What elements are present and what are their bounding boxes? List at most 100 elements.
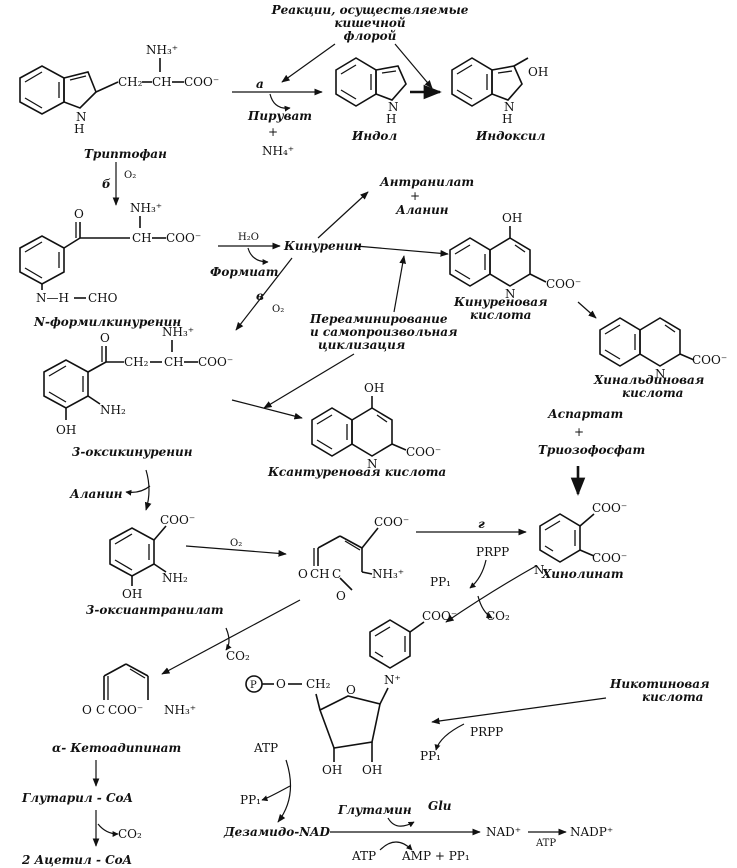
ppi-label-2: PP₁ (420, 749, 441, 763)
xanthurenic-acid-label: Ксантуреновая кислота (267, 465, 446, 479)
ha-oh: OH (122, 587, 142, 601)
quinaldic-acid-structure: N COO⁻ (599, 317, 727, 381)
indole-label: Индол (351, 129, 397, 143)
ribose-oh-2: OH (362, 763, 382, 777)
nfk-nh3: NH₃⁺ (130, 201, 162, 215)
kynurenic-acid-label-1: Кинуреновая (453, 295, 548, 309)
nfk-cho: CHO (88, 291, 118, 305)
nicotinic-acid-arrow (431, 697, 607, 725)
ketoadipinate-c: C (96, 703, 105, 717)
nfk-coo: COO⁻ (166, 231, 201, 245)
ketoadipinate-o-c: O (82, 703, 92, 717)
glu-out-arrow (387, 817, 415, 828)
atp-label-1: ATP (253, 741, 278, 755)
semialdehyde-o-minus: O (336, 589, 346, 603)
ketoadipinate-ooc: COO⁻ (108, 703, 143, 717)
semialdehyde-o-ch: O (298, 567, 308, 581)
alanine-label-2: Аланин (69, 487, 123, 501)
indole-h: H (386, 112, 396, 126)
tryptophan-n: N (76, 110, 87, 124)
transamination-arrow-down (263, 353, 355, 409)
semialdehyde-nh3: NH₃⁺ (372, 567, 404, 581)
triose-phosphate-label: Триозофосфат (538, 443, 645, 457)
tryptophan-nh3: NH₃⁺ (146, 43, 178, 57)
ha-nh2: NH₂ (162, 571, 188, 585)
hk-to-xanthurenic-arrow (231, 399, 303, 420)
nadp-label: NADP⁺ (570, 825, 613, 839)
ppi-out-arrow-3 (261, 785, 291, 802)
kynurenine-to-kynurenic-arrow (355, 245, 449, 257)
quinolinate-to-mononucleotide-arrow (445, 565, 537, 623)
prpp-label-2: PRPP (470, 725, 503, 739)
hydroxyanthranilate-label: 3-оксиантранилат (86, 603, 224, 617)
ha-coo: COO⁻ (160, 513, 195, 527)
xanthurenic-coo: COO⁻ (406, 445, 441, 459)
water-label: H₂O (238, 232, 259, 243)
n-formylkynurenine-structure: O CH NH₃⁺ COO⁻ N—H CHO (19, 201, 201, 305)
flora-note-line-1: Реакции, осуществляемые (271, 3, 469, 17)
hydroxykynurenine-structure: O CH₂ CH NH₃⁺ COO⁻ NH₂ OH (43, 325, 233, 437)
transamination-label-2: и самопроизвольная (310, 325, 458, 339)
xanthurenic-n: N (367, 457, 378, 471)
transamination-label-1: Переаминирование (309, 312, 448, 326)
hk-nh3: NH₃⁺ (162, 325, 194, 339)
quinolinate-coo-2: COO⁻ (592, 551, 627, 565)
glutaryl-coa-label: Глутарил - CoA (21, 791, 133, 805)
semialdehyde-c: C (332, 567, 341, 581)
tryptophan-h: H (74, 122, 84, 136)
prpp-label-1: PRPP (476, 545, 509, 559)
hk-coo: COO⁻ (198, 355, 233, 369)
flora-note-line-3: флорой (344, 29, 397, 43)
kynurenic-to-quinaldic-arrow (577, 301, 597, 319)
flora-note-line-2: кишечной (334, 16, 406, 30)
indole-structure: N H (335, 57, 407, 126)
desamido-nad-label: Дезамидо-NAD (223, 825, 330, 839)
nfk-ch: CH (132, 231, 152, 245)
kynurenic-coo: COO⁻ (546, 277, 581, 291)
mononucleotide-n-plus: N⁺ (384, 673, 401, 687)
n-formylkynurenine-label: N-формилкинуренин (33, 315, 181, 329)
quinolinate-label: Хинолинат (541, 567, 624, 581)
amp-ppi-label: AMP + PP₁ (401, 849, 470, 863)
ketoadipinate-nh3: NH₃⁺ (164, 703, 196, 717)
nfk-nh: N—H (36, 291, 69, 305)
o2-label-3: O₂ (230, 538, 242, 549)
quinolinate-coo-1: COO⁻ (592, 501, 627, 515)
atp-label-3: ATP (535, 838, 556, 849)
enzyme-b-label: б (102, 177, 111, 191)
ammonium-label: NH₄⁺ (262, 144, 294, 158)
indoxyl-n: N (504, 100, 515, 114)
ketoadipinate-structure: O C COO⁻ NH₃⁺ (82, 663, 196, 717)
ha-to-semialdehyde-arrow (185, 545, 287, 557)
tryptophan-structure: CH₂ CH NH₃⁺ COO⁻ N H (19, 43, 219, 136)
hk-oh: OH (56, 423, 76, 437)
kynurenic-oh: OH (502, 211, 522, 225)
enzyme-g-label: г (478, 517, 485, 531)
tryptophan-label: Триптофан (84, 147, 167, 161)
tryptophan-coo: COO⁻ (184, 75, 219, 89)
nfk-o: O (74, 207, 84, 221)
glutamine-label: Глутамин (337, 803, 412, 817)
nad-label: NAD⁺ (486, 825, 521, 839)
o2-label-2: O₂ (272, 304, 284, 315)
quinaldic-acid-label-1: Хинальдиновая (593, 373, 704, 387)
co2-label-1: CO₂ (486, 609, 510, 623)
mononucleotide-to-desamido-arrow (277, 759, 292, 823)
ppi-label-3: PP₁ (240, 793, 261, 807)
pyruvate-label: Пируват (247, 109, 312, 123)
ppi-out-arrow-2 (434, 723, 465, 751)
alanine-label-1: Аланин (395, 203, 449, 217)
transamination-label-3: циклизация (318, 338, 405, 352)
atp-label-2: ATP (351, 849, 376, 863)
prpp-in-arrow (469, 559, 487, 589)
ribose-ch2: CH₂ (306, 677, 331, 691)
formate-label: Формиат (210, 265, 278, 279)
hk-nh2: NH₂ (100, 403, 126, 417)
indoxyl-oh: OH (528, 65, 548, 79)
o2-label-1: O₂ (124, 170, 136, 181)
anthranilate-plus: + (410, 189, 420, 203)
co2-out-arrow-1 (477, 595, 493, 619)
kynurenine-to-anthranilate-arrow (317, 191, 369, 239)
